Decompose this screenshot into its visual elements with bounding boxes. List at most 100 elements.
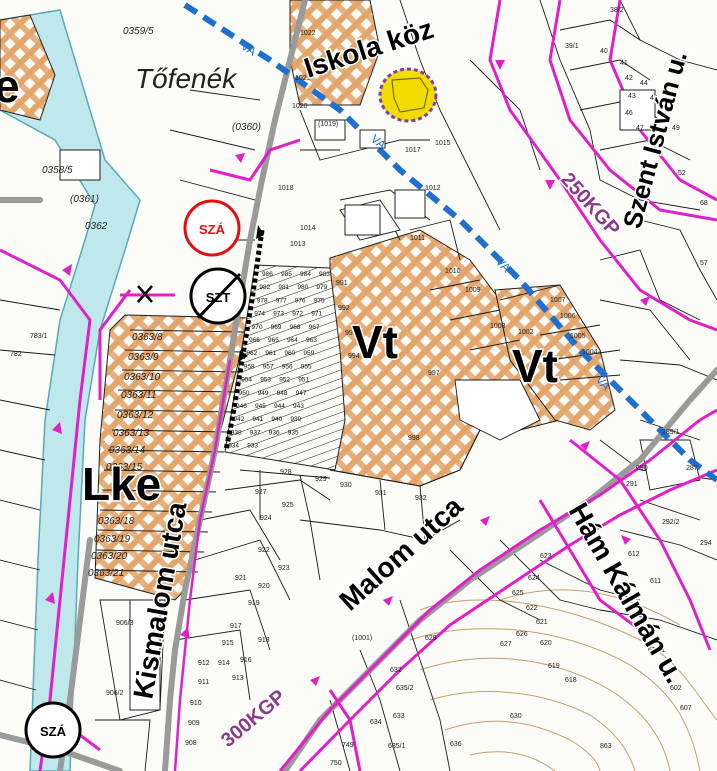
parcel-292-2: 292/2	[662, 519, 680, 526]
parcel-627: 627	[500, 641, 512, 648]
parcel-634: 634	[370, 719, 382, 726]
badge-szt-strike-icon	[196, 272, 242, 320]
parcel-0363-15: 0363/15	[106, 462, 143, 473]
utility-va-label-1: VA	[238, 39, 258, 59]
small-lot-951: 951	[298, 377, 309, 384]
parcel-917: 917	[230, 623, 242, 630]
parcel-1017: 1017	[405, 147, 421, 154]
small-lot-975: 975	[314, 297, 325, 304]
badge-sza-red[interactable]: SZÁ	[183, 199, 241, 257]
parcel-0363-13: 0363/13	[113, 428, 150, 439]
small-lot-963: 963	[306, 337, 317, 344]
parcel-52: 52	[678, 170, 686, 177]
parcel-619: 619	[548, 663, 560, 670]
small-lot-961: 961	[265, 350, 276, 357]
parcel-610-1: 610/1	[648, 647, 666, 654]
parcel-1011: 1011	[410, 235, 425, 242]
parcel-0363-8: 0363/8	[132, 332, 163, 343]
parcel-0360: (0360)	[232, 122, 261, 133]
parcel-0363-18: 0363/18	[98, 516, 135, 527]
parcel-632: 632	[390, 667, 402, 674]
parcel-621: 621	[536, 619, 548, 626]
parcel-0363-14: 0363/14	[109, 445, 146, 456]
small-lot-973: 973	[273, 311, 284, 318]
parcel-629: 629	[425, 635, 437, 642]
parcel-620: 620	[540, 640, 552, 647]
small-lot-948: 948	[277, 390, 288, 397]
small-lot-938: 938	[231, 429, 242, 436]
small-lot-986: 986	[262, 271, 273, 278]
parcel-916: 916	[240, 657, 252, 664]
parcel-993: 993	[345, 330, 357, 337]
parcel-630: 630	[510, 713, 522, 720]
parcel-0363-12: 0363/12	[117, 410, 154, 421]
parcel-914: 914	[218, 660, 230, 667]
badge-sza-black[interactable]: SZÁ	[24, 701, 82, 759]
parcel-39-1: 39/1	[565, 43, 579, 50]
parcel-924: 924	[260, 515, 272, 522]
parcel-1012: 1012	[425, 185, 441, 192]
parcel-782: 782	[10, 351, 22, 358]
parcel-0363-20: 0363/20	[91, 551, 128, 562]
parcel-927: 927	[255, 489, 267, 496]
parcel-908: 908	[185, 740, 197, 747]
small-lot-958: 958	[244, 363, 255, 370]
parcel-44: 44	[640, 80, 648, 87]
parcel-923: 923	[278, 565, 290, 572]
parcel-635-2: 635/2	[396, 685, 414, 692]
parcel-0359-5: 0359/5	[123, 26, 154, 37]
small-lot-982: 982	[259, 284, 270, 291]
parcel-labels: 0359/5 1022 1021 1020 (1019) (0360) 1018…	[10, 7, 712, 767]
small-lot-978: 978	[257, 297, 268, 304]
parcel-0362: 0362	[85, 221, 108, 232]
small-lot-935: 935	[288, 429, 299, 436]
small-lot-977: 977	[276, 297, 287, 304]
small-lot-933: 933	[247, 443, 258, 450]
parcel-636: 636	[450, 741, 462, 748]
parcel-1022: 1022	[300, 30, 316, 37]
badge-sza-black-label: SZÁ	[40, 724, 67, 739]
small-lot-941: 941	[252, 416, 263, 423]
small-lot-972: 972	[292, 311, 303, 318]
parcel-906-3: 906/3	[116, 620, 134, 627]
parcel-925: 925	[282, 502, 294, 509]
parcel-612: 612	[628, 551, 640, 558]
parcel-919: 919	[248, 600, 260, 607]
small-lot-953: 953	[260, 377, 271, 384]
small-lot-943: 943	[293, 403, 304, 410]
small-lot-976: 976	[295, 297, 306, 304]
parcel-994: 994	[348, 353, 360, 360]
zone-label-partial: e	[0, 60, 20, 112]
badge-szt[interactable]: SZT	[189, 267, 247, 325]
parcel-921: 921	[235, 575, 247, 582]
badge-sza-red-label: SZÁ	[199, 222, 226, 237]
small-lot-974: 974	[254, 311, 265, 318]
parcel-625: 625	[512, 590, 524, 597]
contour-lines	[409, 589, 717, 771]
parcel-931: 931	[375, 490, 387, 497]
parcel-749: 749	[342, 742, 354, 749]
parcel-40: 40	[600, 48, 608, 55]
parcel-602: 602	[670, 685, 682, 692]
small-lot-939: 939	[290, 416, 301, 423]
small-lot-980: 980	[297, 284, 308, 291]
demolition-cross-icon	[137, 285, 153, 303]
small-lot-936: 936	[269, 429, 280, 436]
parcel-783-1: 783/1	[30, 333, 48, 340]
small-lot-937: 937	[250, 429, 261, 436]
zone-label-vt-1: Vt	[352, 316, 398, 368]
parcel-929: 929	[315, 476, 327, 483]
parcel-0358-5: 0358/5	[42, 165, 73, 176]
parcel-932: 932	[415, 495, 427, 502]
parcel-911: 911	[198, 679, 209, 686]
parcel-626: 626	[516, 631, 528, 638]
parcel-43: 43	[628, 93, 636, 100]
parcel-991: 991	[336, 280, 348, 287]
small-lot-959: 959	[303, 350, 314, 357]
parcel-1021: 1021	[295, 75, 311, 82]
small-lot-967: 967	[309, 324, 320, 331]
parcel-1013: 1013	[290, 241, 306, 248]
